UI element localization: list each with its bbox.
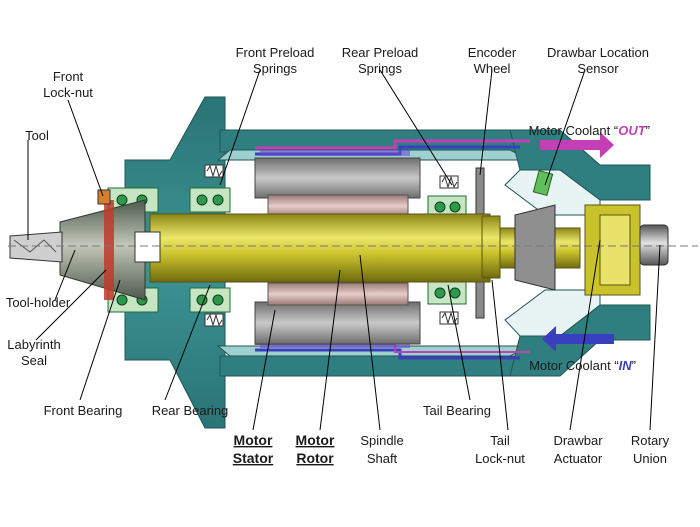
- label-rear-preload-2: Springs: [358, 61, 403, 76]
- label-motor-stator-2: Stator: [233, 450, 274, 466]
- labyrinth-seal: [104, 200, 114, 300]
- motor-stator: [254, 157, 421, 345]
- label-labyrinth-1: Labyrinth: [7, 337, 60, 352]
- label-motor-rotor-1: Motor: [296, 432, 335, 448]
- label-front-bearing: Front Bearing: [44, 403, 123, 418]
- label-motor-stator-1: Motor: [234, 432, 273, 448]
- coolant-in-arrow: [542, 326, 614, 352]
- label-rotary-union-2: Union: [633, 451, 667, 466]
- tool-holder: [59, 199, 146, 301]
- drawbar-actuator: [514, 204, 641, 296]
- label-tail-locknut-1: Tail: [490, 433, 510, 448]
- label-spindle-shaft-1: Spindle: [360, 433, 403, 448]
- label-coolant-in: Motor Coolant “IN”: [529, 358, 636, 373]
- label-front-locknut-2: Lock-nut: [43, 85, 93, 100]
- label-rear-preload-1: Rear Preload: [342, 45, 419, 60]
- label-tool: Tool: [25, 128, 49, 143]
- drawbar-gripper: [134, 231, 161, 263]
- label-encoder-2: Wheel: [474, 61, 511, 76]
- label-rotary-union-1: Rotary: [631, 433, 670, 448]
- label-motor-rotor-2: Rotor: [296, 450, 334, 466]
- label-drawbar-actuator-1: Drawbar: [553, 433, 603, 448]
- label-front-preload-2: Springs: [253, 61, 298, 76]
- label-rear-bearing: Rear Bearing: [152, 403, 229, 418]
- label-tail-locknut-2: Lock-nut: [475, 451, 525, 466]
- coolant-out-arrow: [540, 132, 614, 158]
- label-drawbar-sensor-2: Sensor: [577, 61, 619, 76]
- label-front-locknut-1: Front: [53, 69, 84, 84]
- motor-rotor: [267, 194, 409, 306]
- label-tool-holder: Tool-holder: [6, 295, 71, 310]
- label-encoder-1: Encoder: [468, 45, 517, 60]
- leader-lines: [27, 69, 661, 431]
- label-labyrinth-2: Seal: [21, 353, 47, 368]
- rear-bearing: [189, 187, 231, 313]
- label-drawbar-sensor-1: Drawbar Location: [547, 45, 649, 60]
- label-coolant-out: Motor Coolant “OUT”: [529, 123, 650, 138]
- label-front-preload-1: Front Preload: [236, 45, 315, 60]
- front-preload-springs: [204, 164, 224, 327]
- rotary-union: [639, 224, 669, 266]
- label-drawbar-actuator-2: Actuator: [554, 451, 603, 466]
- label-tail-bearing: Tail Bearing: [423, 403, 491, 418]
- label-spindle-shaft-2: Shaft: [367, 451, 398, 466]
- front-locknut: [97, 189, 111, 205]
